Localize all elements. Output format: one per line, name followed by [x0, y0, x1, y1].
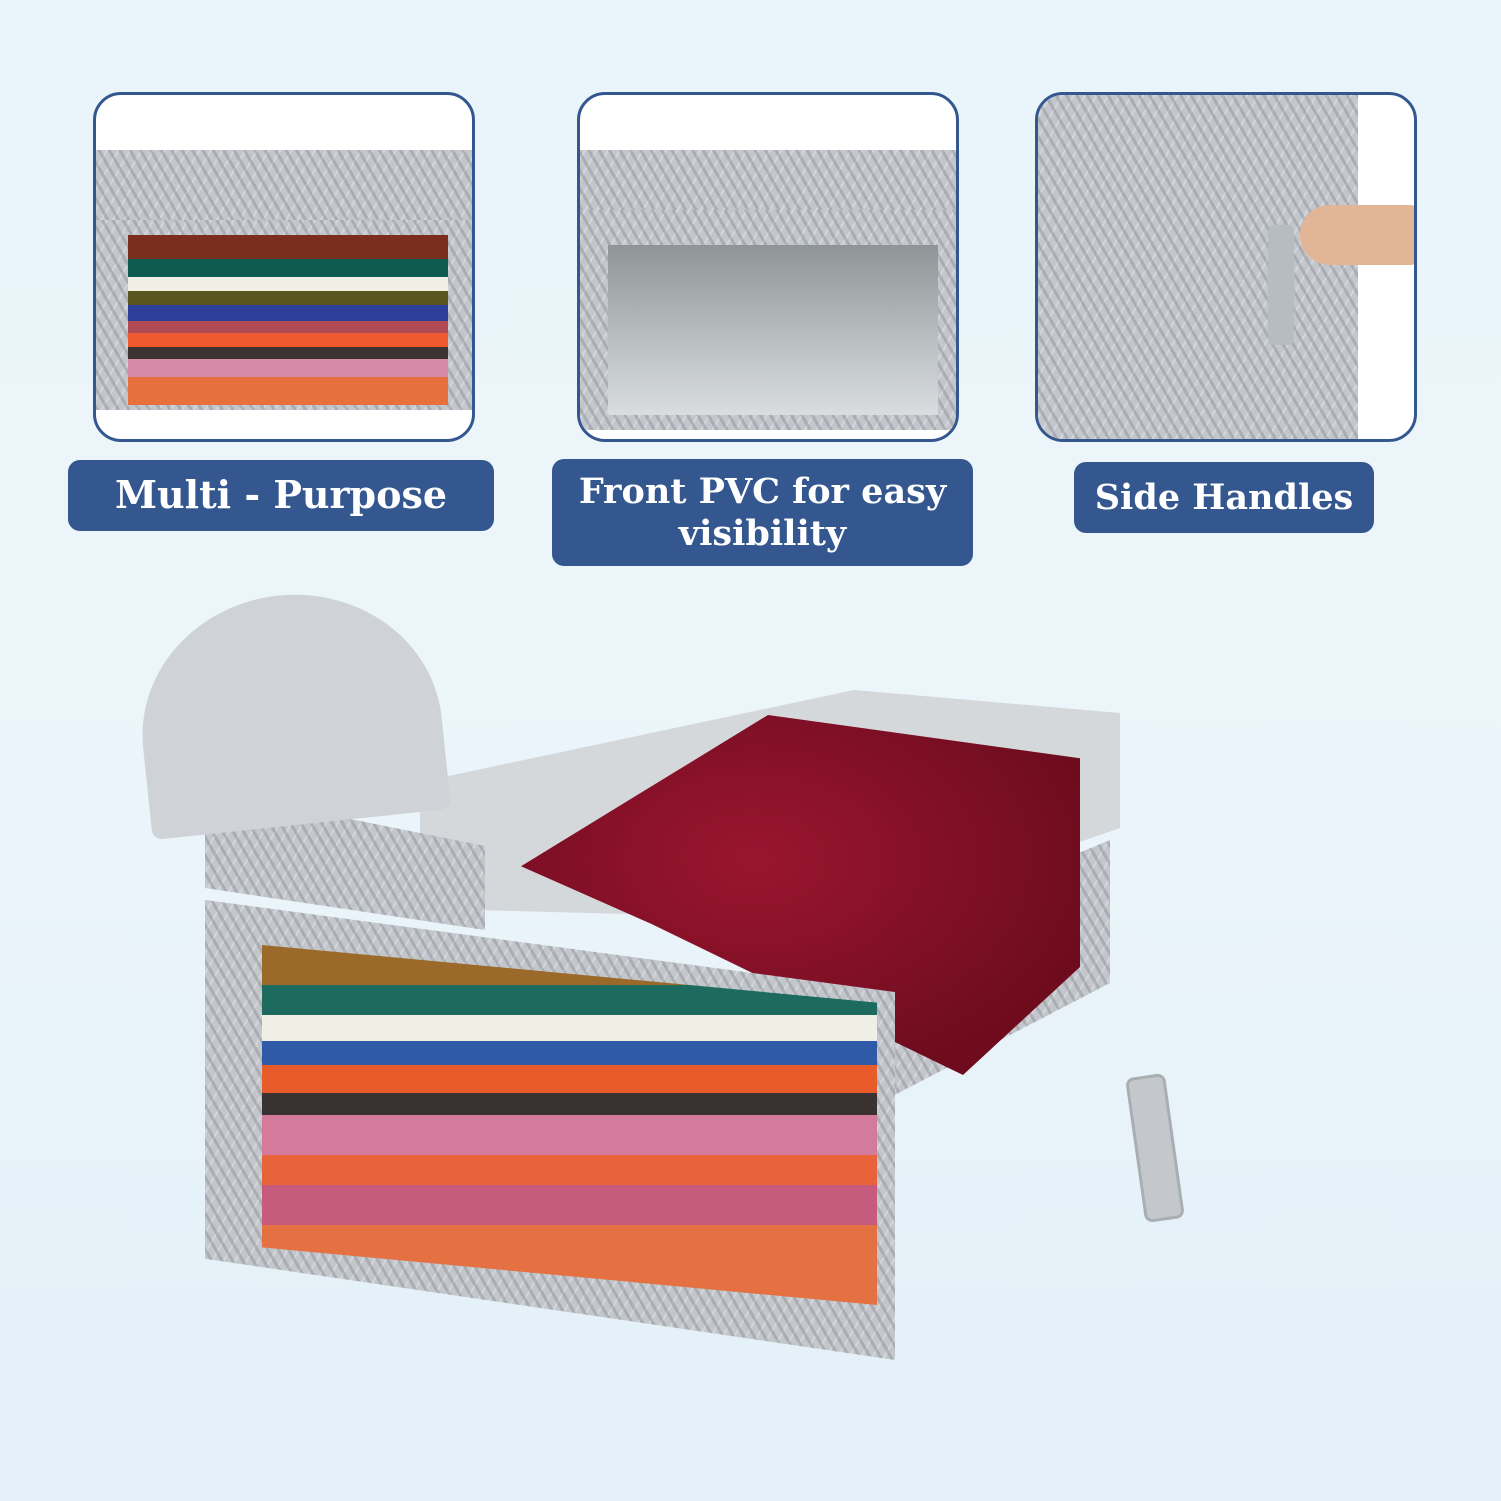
open-lid-image — [128, 579, 452, 841]
feature-label-text: Side Handles — [1094, 476, 1354, 518]
feature-label-text-line1: Front PVC for easy — [578, 471, 947, 513]
hand-image — [1300, 205, 1414, 265]
side-handle-image — [1268, 225, 1294, 345]
feature-label-text-line2: visibility — [678, 512, 847, 554]
box-side-image — [1038, 95, 1358, 439]
side-handle — [1125, 1072, 1185, 1224]
feature-image-side-handles — [1035, 92, 1417, 442]
feature-label-front-pvc: Front PVC for easy visibility — [552, 459, 973, 566]
front-window-clothes-image — [262, 945, 877, 1305]
feature-label-side-handles: Side Handles — [1074, 462, 1374, 533]
feature-label-text: Multi - Purpose — [114, 472, 448, 518]
feature-image-multi-purpose — [93, 92, 475, 442]
box-lid-image — [580, 150, 956, 210]
box-lid-image — [96, 150, 472, 220]
clear-pvc-window-image — [608, 245, 938, 415]
feature-label-multi-purpose: Multi - Purpose — [68, 460, 494, 531]
feature-image-front-pvc — [577, 92, 959, 442]
folded-clothes-image — [128, 235, 448, 405]
